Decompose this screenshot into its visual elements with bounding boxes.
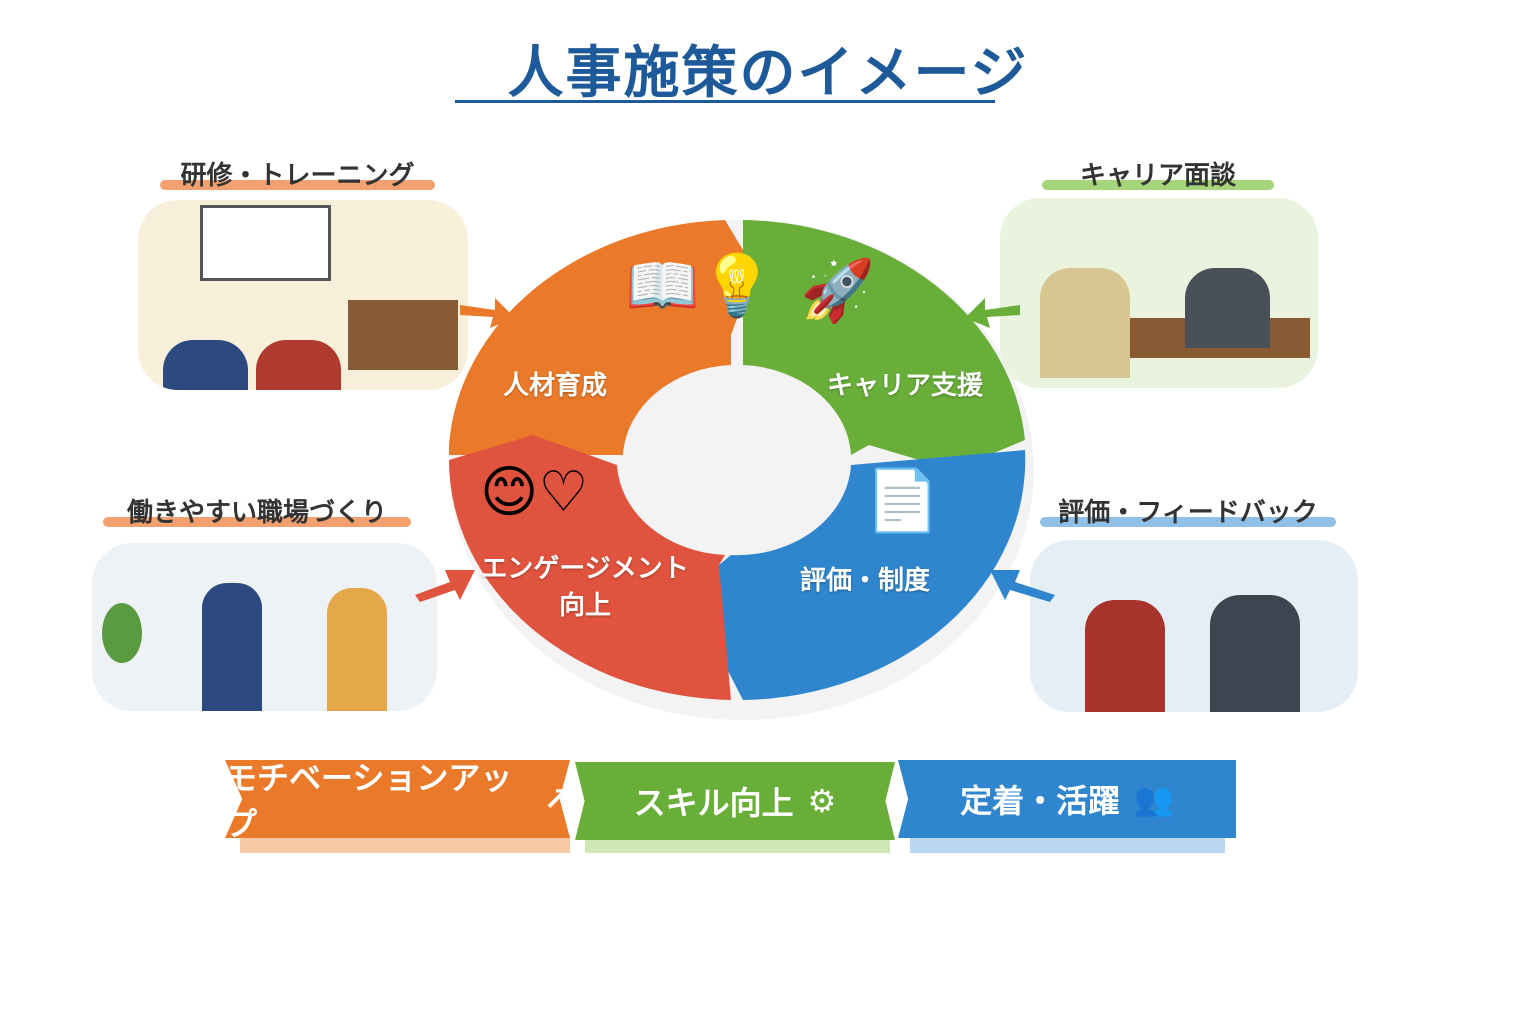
arrow-icon: [965, 298, 1020, 328]
banner-label: 定着・活躍: [960, 782, 1121, 820]
page-title: 人事施策のイメージ: [507, 41, 1029, 106]
arrow-icon: [415, 570, 475, 602]
segment-career-shien: [743, 220, 1025, 470]
segment-label: エンゲージメント: [481, 554, 689, 584]
banner-motivation: モチベーションアップ↗: [225, 760, 570, 838]
label-band: [1040, 517, 1336, 527]
label-band: [103, 517, 411, 527]
panel-label: キャリア面談: [1079, 161, 1236, 191]
label-band: [1042, 180, 1274, 190]
training-illustration: [138, 200, 468, 390]
workplace-illustration: [92, 543, 437, 711]
banner-shadow: [240, 835, 570, 853]
label-band: [160, 180, 435, 190]
banner-retention: 定着・活躍 👥: [898, 760, 1236, 838]
feedback-illustration: [1030, 540, 1358, 712]
segment-label: キャリア支援: [826, 371, 983, 401]
segment-jinzai-ikusei: [449, 220, 755, 455]
panel-label: 評価・フィードバック: [1058, 498, 1318, 528]
people-icon: 👥: [1134, 780, 1174, 818]
open-book-lightbulb-icon: 📖💡: [625, 251, 775, 321]
segment-label: 人材育成: [502, 371, 607, 401]
segment-label: 評価・制度: [799, 566, 930, 596]
panel-label: 研修・トレーニング: [180, 161, 415, 191]
banner-label: スキル向上: [633, 784, 794, 822]
document-check-icon: 📄: [865, 466, 940, 536]
arrow-icon: [460, 298, 515, 328]
banner-skill: スキル向上 ⚙: [575, 762, 895, 840]
smile-heart-icon: 😊♡: [480, 460, 589, 525]
rocket-icon: 🚀: [800, 256, 875, 326]
banner-shadow: [910, 835, 1225, 853]
segment-label: 向上: [558, 591, 611, 621]
banner-label: モチベーションアップ: [225, 759, 513, 843]
panel-label: 働きやすい職場づくり: [126, 498, 387, 528]
segment-engagement: [448, 435, 731, 700]
arrow-icon: [990, 570, 1055, 602]
segment-hyoka-seido: [707, 450, 1026, 700]
gear-icon: ⚙: [807, 782, 837, 820]
career-interview-illustration: [1000, 198, 1318, 388]
title-underline: [455, 100, 995, 103]
